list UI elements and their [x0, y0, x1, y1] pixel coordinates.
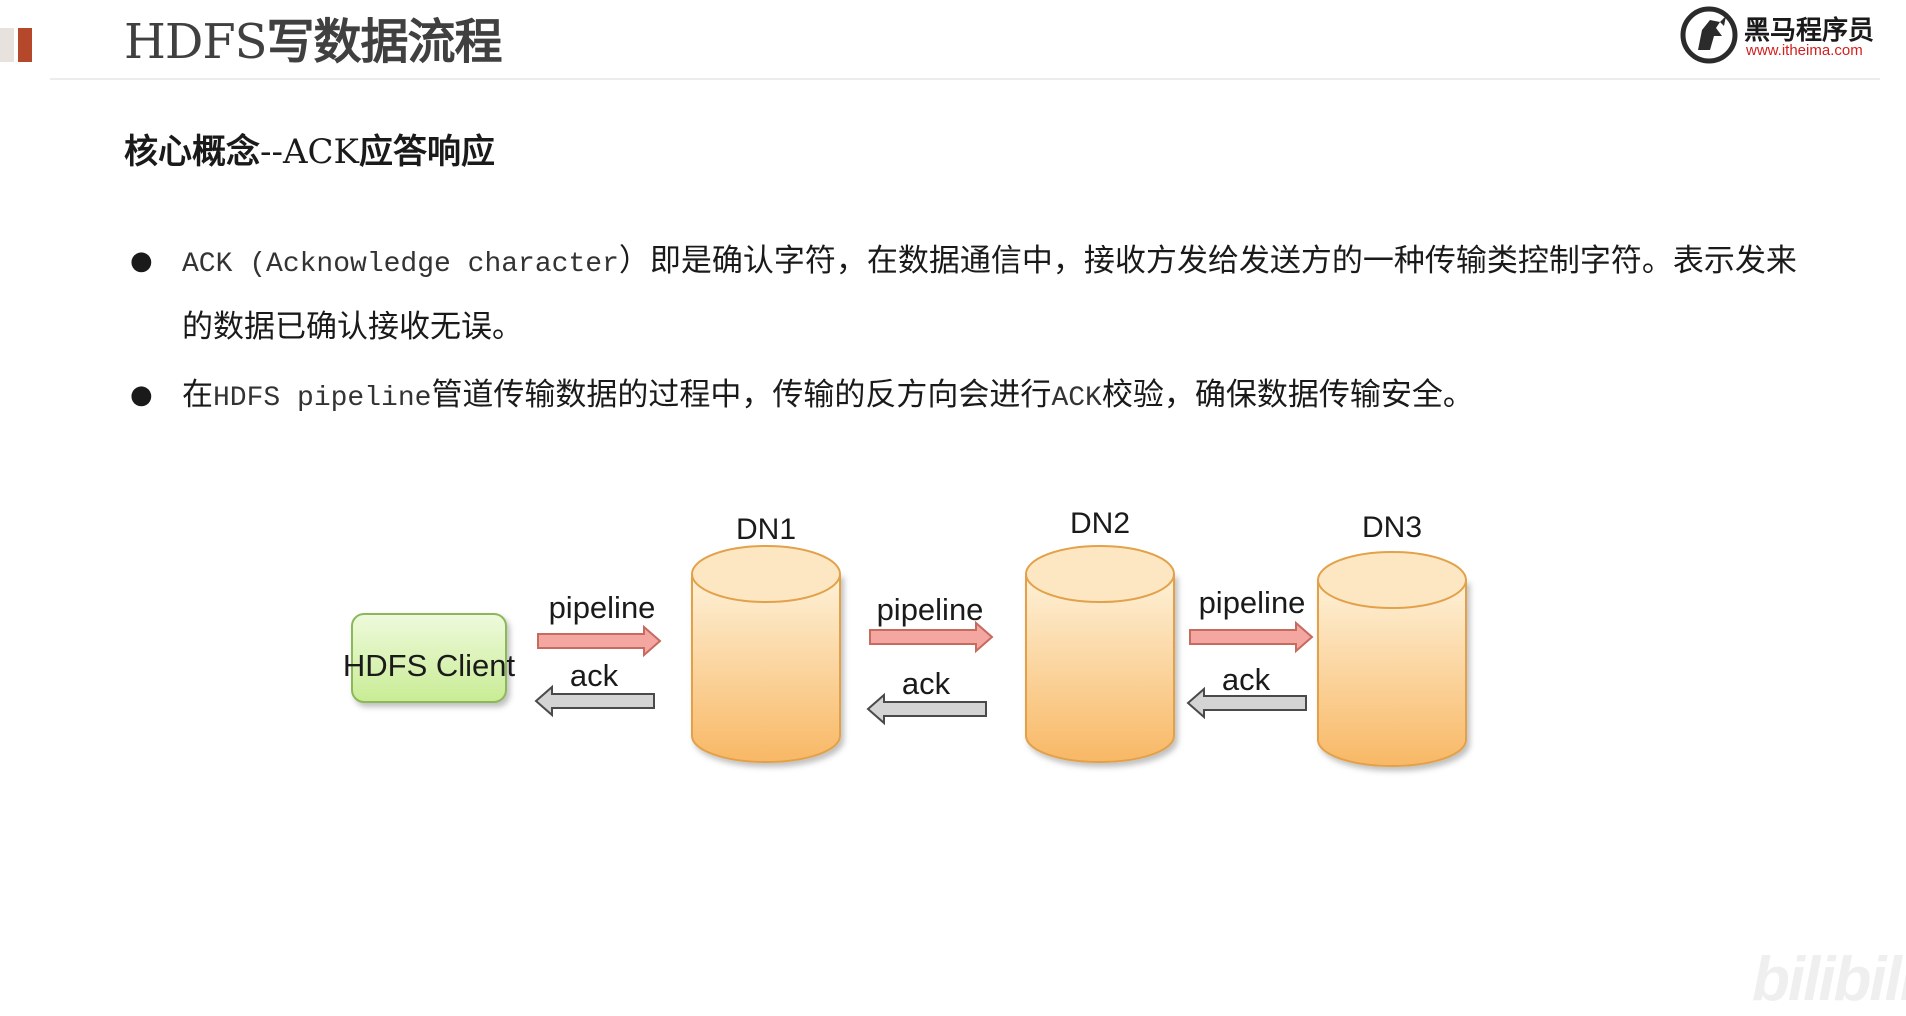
brand-name: 黑马程序员: [1744, 16, 1875, 46]
ack-arrow-dn3-dn2: ack: [1186, 662, 1307, 720]
page-title: HDFS写数据流程: [124, 14, 503, 70]
bilibili-watermark: bilibili: [1752, 945, 1906, 1014]
bullet-dot-icon: ●: [130, 246, 153, 276]
datanode-dn2: DN2: [1025, 507, 1175, 763]
bullet-2-ack: ACK: [1051, 383, 1102, 414]
bullet-2-prefix: 在: [182, 377, 213, 413]
subtitle-tail: 应答响应: [358, 132, 495, 172]
header-divider: [50, 78, 1880, 80]
brand-url: www.itheima.com: [1746, 42, 1863, 59]
pipeline-label-1: pipeline: [549, 590, 656, 625]
header-accent-light: [0, 28, 14, 62]
ack-arrow-dn1-client: ack: [534, 658, 655, 718]
ack-arrow-dn2-dn1: ack: [866, 666, 987, 726]
ack-label-1: ack: [570, 658, 619, 693]
dn2-label: DN2: [1070, 507, 1130, 540]
bullet-dot-icon: ●: [130, 380, 153, 410]
section-subtitle: 核心概念--ACK应答响应: [124, 124, 495, 173]
datanode-dn3: DN3: [1317, 511, 1467, 767]
pipeline-arrow-dn1-dn2: pipeline: [869, 592, 994, 654]
hdfs-client-node: HDFS Client: [343, 613, 516, 703]
pipeline-arrow-client-dn1: pipeline: [537, 590, 662, 658]
dn3-label: DN3: [1362, 511, 1422, 544]
subtitle-lead: 核心概念: [124, 132, 260, 172]
ack-label-3: ack: [1222, 662, 1271, 697]
bullet-1-text: ）即是确认字符，在数据通信中，接收方发给发送方的一种传输类控制字符。表示发来的数…: [182, 243, 1797, 345]
bullet-2-text-b: 校验，确保数据传输安全。: [1101, 377, 1474, 413]
bullet-2-latin: HDFS pipeline: [213, 383, 432, 414]
bullet-1-latin: ACK (Acknowledge character: [182, 249, 619, 280]
header-accent: [18, 28, 32, 62]
horse-logo-icon: [1680, 6, 1738, 64]
pipeline-arrow-dn2-dn3: pipeline: [1189, 585, 1314, 654]
brand-logo: 黑马程序员 www.itheima.com: [1680, 6, 1880, 64]
ack-label-2: ack: [902, 666, 951, 701]
page-title-latin: HDFS: [124, 14, 268, 70]
bullet-2-text-a: 管道传输数据的过程中，传输的反方向会进行: [431, 377, 1052, 413]
hdfs-client-label: HDFS Client: [343, 648, 516, 683]
dn1-label: DN1: [736, 513, 796, 546]
datanode-dn1: DN1: [691, 513, 841, 763]
bullet-item-pipeline-ack: ● 在HDFS pipeline管道传输数据的过程中，传输的反方向会进行ACK校…: [124, 364, 1804, 430]
page-title-cn: 写数据流程: [266, 14, 503, 70]
subtitle-ack: --ACK: [260, 132, 359, 172]
pipeline-label-3: pipeline: [1199, 585, 1306, 620]
pipeline-label-2: pipeline: [877, 592, 984, 627]
bullet-list: ● ACK (Acknowledge character）即是确认字符，在数据通…: [124, 230, 1804, 430]
bullet-item-ack-definition: ● ACK (Acknowledge character）即是确认字符，在数据通…: [124, 230, 1804, 358]
